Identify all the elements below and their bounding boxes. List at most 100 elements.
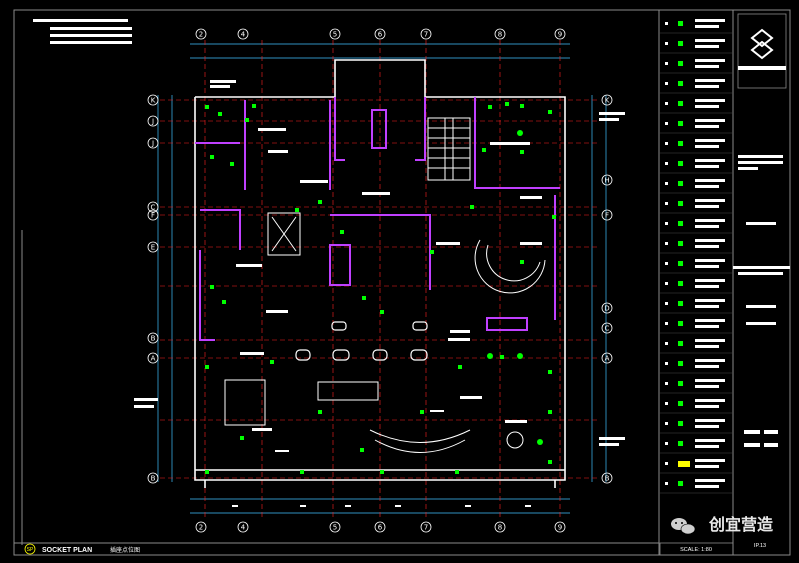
grid-bubble-right-1-label: H bbox=[604, 177, 609, 185]
legend-row bbox=[659, 419, 733, 434]
legend-row bbox=[659, 119, 733, 134]
legend-row bbox=[659, 359, 733, 374]
socket-legend-icon bbox=[678, 101, 683, 106]
grid-bubble-left-7: A bbox=[147, 352, 159, 364]
grid-bubble-bottom-3: 6 bbox=[374, 521, 386, 533]
drawing-subtitle: 插座点位图 bbox=[110, 546, 140, 554]
socket-legend-icon bbox=[678, 401, 683, 406]
legend-row bbox=[659, 159, 733, 174]
socket-legend-icon bbox=[678, 461, 690, 467]
grid-bubble-right-4: C bbox=[601, 322, 613, 334]
legend-panel bbox=[658, 9, 791, 556]
grid-bubble-left-8: B bbox=[147, 472, 159, 484]
socket-legend-icon bbox=[678, 381, 683, 386]
legend-row bbox=[659, 399, 733, 414]
grid-bubble-left-6-label: B bbox=[151, 335, 156, 343]
grid-bubble-top-0: 2 bbox=[195, 28, 207, 40]
legend-row bbox=[659, 99, 733, 114]
grid-bubble-top-4-label: 7 bbox=[424, 31, 428, 39]
legend-row bbox=[659, 59, 733, 74]
grid-bubble-bottom-2-label: 5 bbox=[333, 524, 337, 532]
grid-bubble-right-6-label: B bbox=[605, 475, 610, 483]
legend-row bbox=[659, 19, 733, 34]
socket-legend-icon bbox=[678, 321, 683, 326]
grid-bubble-left-0-label: K bbox=[151, 97, 156, 105]
socket-legend-icon bbox=[678, 361, 683, 366]
socket-legend-icon bbox=[678, 341, 683, 346]
grid-bubble-right-2-label: F bbox=[605, 212, 609, 220]
structural-columns bbox=[295, 321, 428, 361]
grid-bubble-top-2: 5 bbox=[329, 28, 341, 40]
socket-legend-icon bbox=[678, 241, 683, 246]
grid-bubble-bottom-0-label: 2 bbox=[199, 524, 203, 532]
interior-walls bbox=[224, 117, 546, 453]
grid-bubble-top-6-label: 9 bbox=[558, 31, 562, 39]
legend-row bbox=[659, 39, 733, 54]
legend-row bbox=[659, 299, 733, 314]
socket-legend-icon bbox=[678, 181, 683, 186]
socket-legend-icon bbox=[678, 261, 683, 266]
grid-bubble-top-2-label: 5 bbox=[333, 31, 337, 39]
socket-legend-icon bbox=[678, 61, 683, 66]
company-logo-icon bbox=[737, 13, 787, 89]
grid-bubble-bottom-2: 5 bbox=[329, 521, 341, 533]
grid-bubble-bottom-4: 7 bbox=[420, 521, 432, 533]
partitions bbox=[195, 97, 560, 341]
socket-symbols bbox=[205, 102, 556, 474]
grid-bubble-left-3: C bbox=[147, 201, 159, 213]
grid-bubble-left-7-label: A bbox=[151, 355, 156, 363]
grid-bubble-bottom-6-label: 9 bbox=[558, 524, 562, 532]
grid-bubble-bottom-1-label: 4 bbox=[241, 524, 246, 532]
grid-bubble-bottom-6: 9 bbox=[554, 521, 566, 533]
sheet-number: IP.13 bbox=[754, 543, 766, 549]
grid-bubble-right-0-label: K bbox=[605, 97, 610, 105]
legend-row bbox=[659, 239, 733, 254]
grid-bubble-top-0-label: 2 bbox=[199, 31, 203, 39]
grid-bubble-left-1: J bbox=[147, 115, 159, 127]
grid-bubble-bottom-1: 4 bbox=[237, 521, 249, 533]
legend-row bbox=[659, 479, 733, 494]
grid-bubble-left-8-label: B bbox=[151, 475, 156, 483]
grid-bubble-left-4: F bbox=[147, 209, 159, 221]
grid-bubble-bottom-0: 2 bbox=[195, 521, 207, 533]
grid-bubble-right-1: H bbox=[601, 174, 613, 186]
drawing-symbol: SP bbox=[27, 547, 34, 553]
grid-bubble-top-5-label: 8 bbox=[498, 31, 502, 39]
grid-bubble-left-2: J bbox=[147, 137, 159, 149]
grid-bubble-left-5: E bbox=[147, 241, 159, 253]
legend-row bbox=[659, 459, 733, 474]
drawing-scale: SCALE: 1:80 bbox=[680, 547, 712, 553]
grid-bubbles-bottom: 2 4 5 6 7 8 9 bbox=[195, 521, 566, 533]
grid-bubble-bottom-4-label: 7 bbox=[424, 524, 428, 532]
grid-bubble-right-6: B bbox=[601, 472, 613, 484]
grid-bubble-right-5-label: A bbox=[605, 355, 610, 363]
socket-legend-icon bbox=[678, 481, 683, 486]
legend-row bbox=[659, 279, 733, 294]
grid-bubble-left-5-label: E bbox=[151, 244, 155, 252]
grid-bubble-left-1-label: J bbox=[151, 118, 154, 126]
grid-bubble-right-4-label: C bbox=[605, 325, 610, 333]
legend-row bbox=[659, 379, 733, 394]
grid-bubble-left-3-label: C bbox=[151, 204, 156, 212]
grid-bubble-bottom-5: 8 bbox=[494, 521, 506, 533]
legend-row bbox=[659, 319, 733, 334]
grid-bubble-top-1: 4 bbox=[237, 28, 249, 40]
socket-legend-icon bbox=[678, 41, 683, 46]
drawing-title: SOCKET PLAN bbox=[42, 547, 92, 554]
legend-row bbox=[659, 139, 733, 154]
legend-row bbox=[659, 199, 733, 214]
grid-bubble-bottom-5-label: 8 bbox=[498, 524, 502, 532]
grid-bubbles-left: K J J CF E B A B bbox=[147, 94, 159, 484]
legend-row bbox=[659, 339, 733, 354]
wechat-icon bbox=[671, 518, 696, 535]
socket-legend-icon bbox=[678, 21, 683, 26]
watermark: 创宜营造 bbox=[671, 515, 774, 535]
legend-row bbox=[659, 259, 733, 274]
grid-bubble-top-4: 7 bbox=[420, 28, 432, 40]
socket-legend-icon bbox=[678, 281, 683, 286]
grid-bubble-right-5: A bbox=[601, 352, 613, 364]
legend-row bbox=[659, 439, 733, 454]
legend-row bbox=[659, 219, 733, 234]
drawing-title-block: SP SOCKET PLAN 插座点位图 bbox=[24, 543, 140, 555]
